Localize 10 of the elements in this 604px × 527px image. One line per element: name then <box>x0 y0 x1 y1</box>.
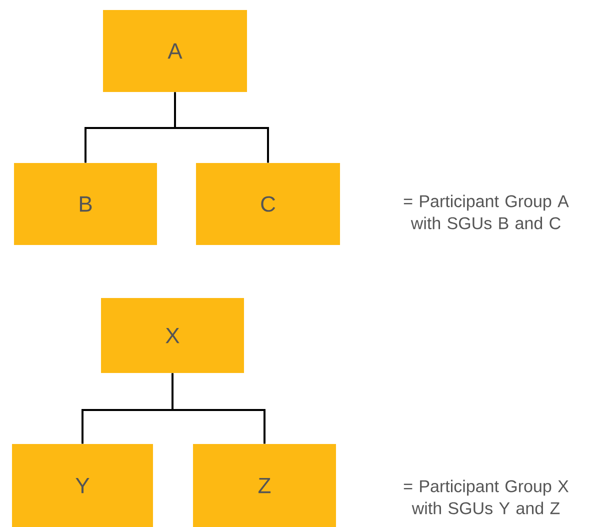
org-box: C <box>196 163 340 245</box>
group-note: = Participant Group A with SGUs B and C <box>404 194 569 230</box>
group-note: = Participant Group X with SGUs Y and Z <box>404 480 569 514</box>
org-box: Z <box>193 444 336 527</box>
org-box: X <box>101 298 244 373</box>
connector-line <box>174 92 269 163</box>
connector-line <box>172 373 266 444</box>
org-box: B <box>14 163 157 245</box>
org-box: Y <box>12 444 153 527</box>
org-box: A <box>103 10 247 92</box>
